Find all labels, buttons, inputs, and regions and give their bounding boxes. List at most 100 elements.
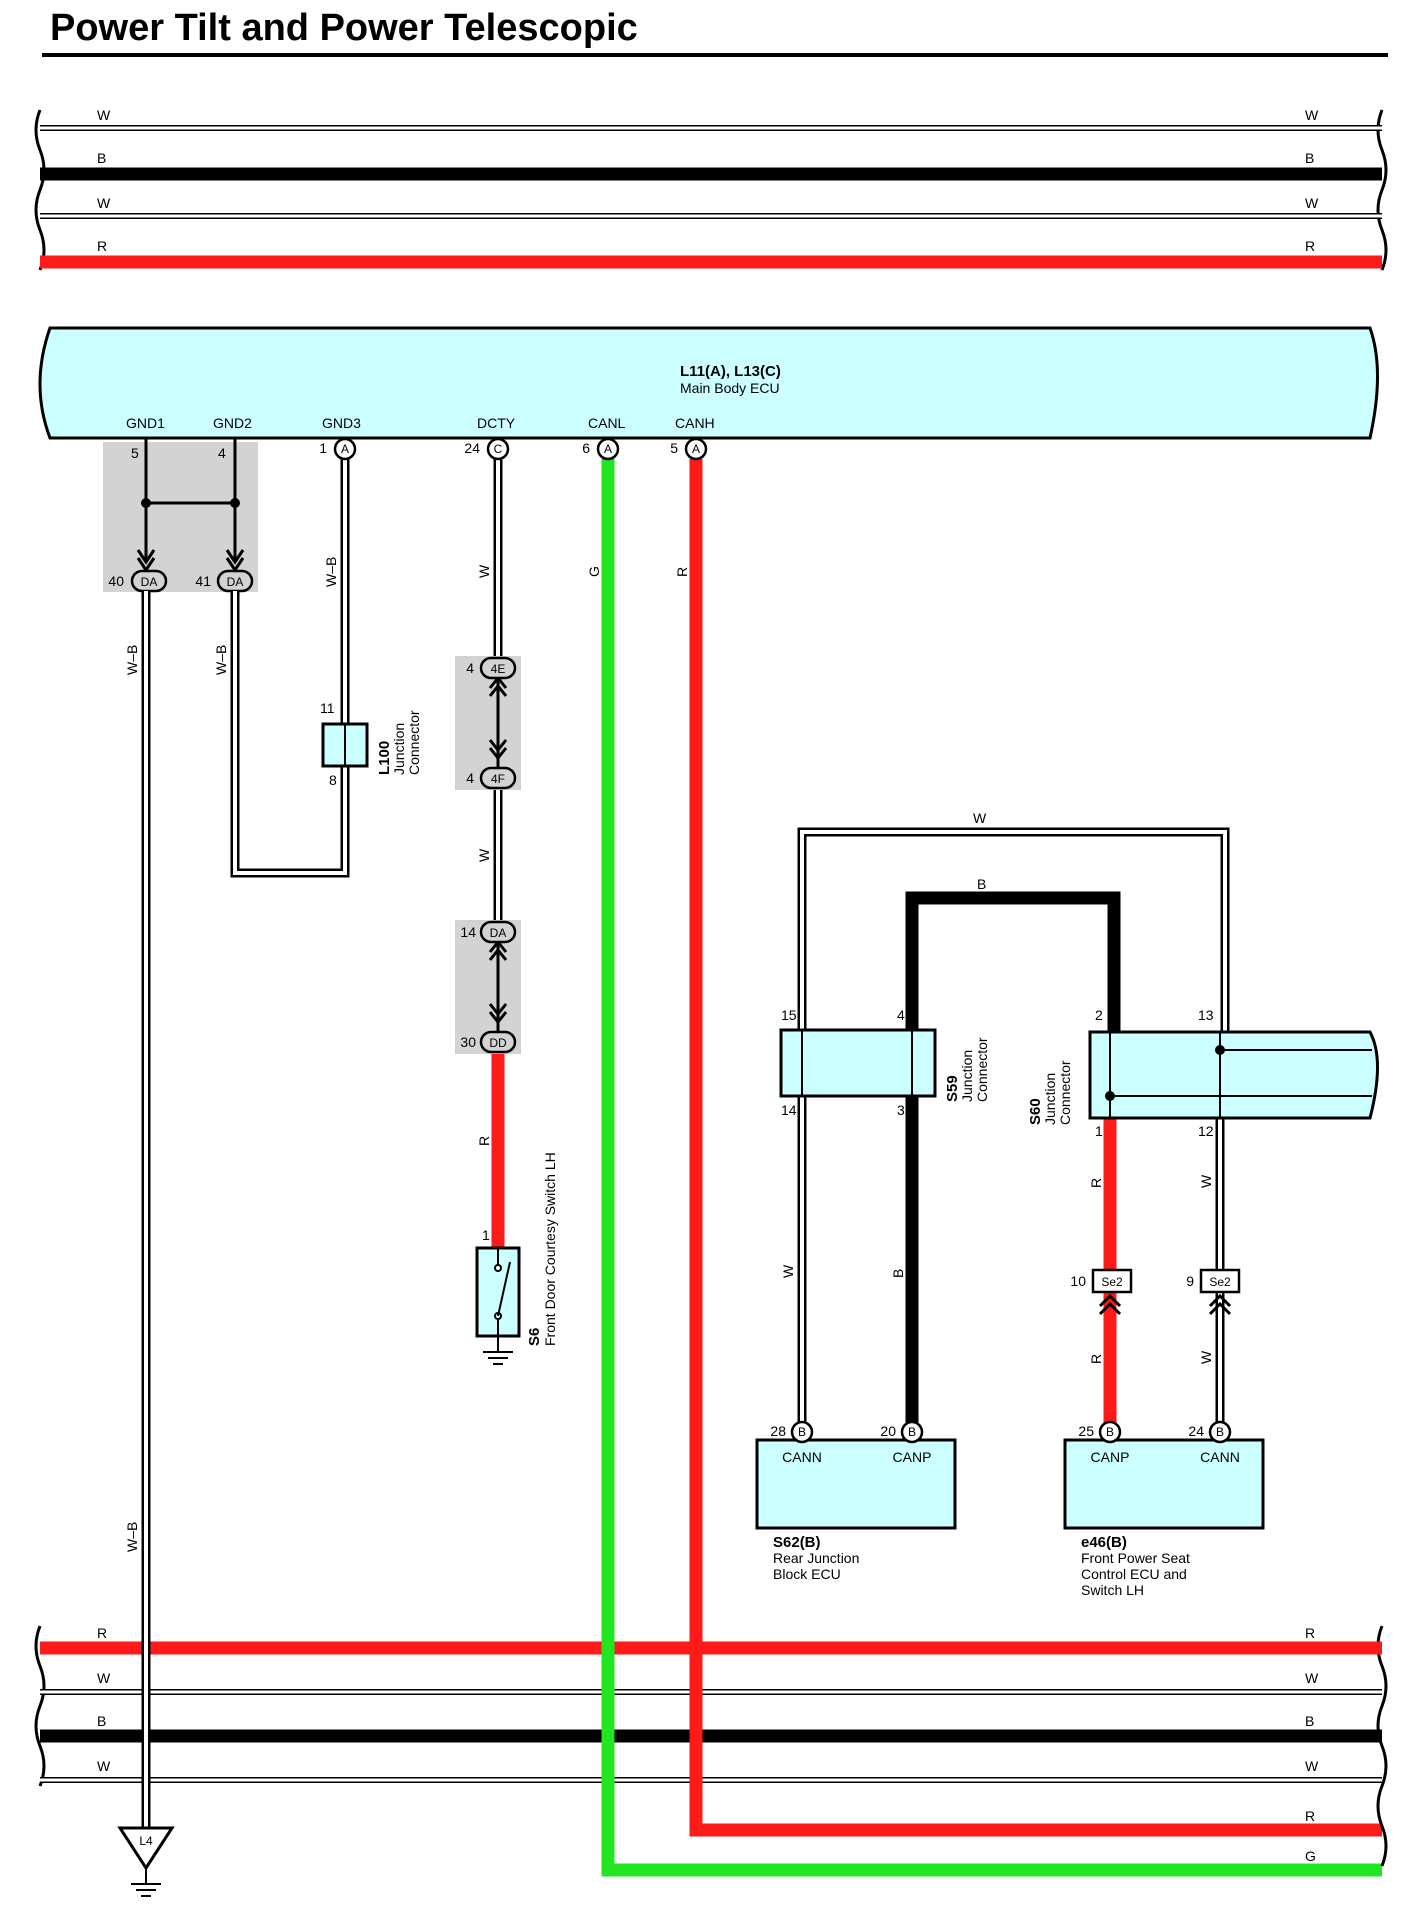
svg-text:13: 13 (1198, 1007, 1214, 1023)
junction-connector-l100: 11 8 L100 Junction Connector (320, 700, 422, 788)
svg-text:4: 4 (897, 1007, 905, 1023)
svg-text:Switch LH: Switch LH (1081, 1582, 1144, 1598)
svg-text:DA: DA (141, 575, 158, 589)
svg-text:40: 40 (108, 573, 124, 589)
svg-text:CANN: CANN (782, 1449, 822, 1465)
ecu-name: Main Body ECU (680, 380, 780, 396)
svg-text:B: B (1216, 1425, 1224, 1439)
svg-text:S60: S60 (1027, 1098, 1044, 1125)
top-bus: W W B B W W R R (34, 107, 1388, 271)
svg-text:e46(B): e46(B) (1081, 1534, 1127, 1551)
top-bus-label-right: W (1305, 195, 1319, 211)
svg-text:2: 2 (1095, 1007, 1103, 1023)
svg-text:CANP: CANP (893, 1449, 932, 1465)
switch-contact-icon (497, 1261, 511, 1317)
svg-text:15: 15 (781, 1007, 797, 1023)
dcty-wire: W W R (476, 459, 505, 1248)
ground-icon (131, 1883, 161, 1897)
wire-label: W (476, 564, 492, 578)
ground-l4: L4 (117, 1826, 175, 1897)
svg-text:A: A (692, 442, 700, 456)
junction-connector-s59: 15 4 14 3 S59 Junction Connector (779, 1007, 990, 1118)
connector-da-40: DA 40 (108, 569, 168, 593)
svg-text:25: 25 (1078, 1423, 1094, 1439)
connector-4e-4f: 4E 4 4F 4 (455, 656, 521, 790)
svg-text:9: 9 (1186, 1273, 1194, 1289)
svg-text:12: 12 (1198, 1123, 1214, 1139)
ground-icon (483, 1351, 513, 1365)
wire-label: G (586, 566, 602, 577)
svg-text:Front Door Courtesy Switch LH: Front Door Courtesy Switch LH (542, 1152, 558, 1346)
svg-text:Junction: Junction (391, 723, 407, 775)
canh-wire: R (674, 459, 1382, 1837)
svg-text:5: 5 (670, 440, 678, 456)
top-bus-label-right: W (1305, 107, 1319, 123)
svg-text:DA: DA (227, 575, 244, 589)
svg-text:20: 20 (880, 1423, 896, 1439)
ecu-terminal-canh: CANH (675, 415, 715, 431)
svg-text:Junction: Junction (1042, 1073, 1058, 1125)
wire-label: B (977, 876, 986, 892)
wire-label: W (1198, 1174, 1214, 1188)
svg-text:6: 6 (582, 440, 590, 456)
svg-text:DD: DD (489, 1036, 507, 1050)
svg-text:S6: S6 (526, 1328, 543, 1346)
connector-da-dd: DA 14 DD 30 (455, 920, 521, 1054)
canl-wire: G (586, 459, 1382, 1877)
s59-s60-wires: W B W B R W R W (780, 810, 1230, 1428)
chevron-up-icon (1208, 1293, 1232, 1316)
gnd2-pin: 4 (218, 445, 226, 461)
svg-text:B: B (1106, 1425, 1114, 1439)
bottom-bus-label-right: W (1305, 1670, 1319, 1686)
rear-junction-block-ecu-s62: B B 28 20 CANN CANP S62(B) Rear Junction… (755, 1420, 957, 1582)
chevron-down-icon (488, 739, 508, 761)
svg-text:30: 30 (460, 1034, 476, 1050)
gnd2-gnd3-wires: W–B W–B (213, 455, 350, 878)
ecu-terminal-gnd3: GND3 (322, 415, 361, 431)
svg-text:Connector: Connector (974, 1037, 990, 1102)
svg-text:11: 11 (320, 700, 335, 716)
top-bus-label-left: B (97, 150, 106, 166)
chevron-up-icon (1098, 1293, 1122, 1316)
gnd1-pin: 5 (131, 445, 139, 461)
bottom-bus-break-left (34, 1625, 46, 1787)
connector-se2-9: Se2 9 (1186, 1268, 1241, 1316)
gnd1-gnd2-wires (136, 438, 245, 573)
svg-text:4: 4 (466, 660, 474, 676)
svg-text:4: 4 (466, 770, 474, 786)
bottom-bus-label-right: B (1305, 1713, 1314, 1729)
svg-text:1: 1 (482, 1227, 490, 1243)
junction-connector-s60: 2 13 1 12 S60 Junction Connector (1027, 1007, 1379, 1139)
chevron-down-icon (488, 1003, 508, 1025)
wire-label: W (1198, 1350, 1214, 1364)
svg-text:Se2: Se2 (1101, 1275, 1123, 1289)
svg-text:CANP: CANP (1091, 1449, 1130, 1465)
ecu-terminal-dcty: DCTY (477, 415, 516, 431)
page-title: Power Tilt and Power Telescopic (50, 7, 638, 49)
svg-text:Rear Junction: Rear Junction (773, 1550, 859, 1566)
ecu-terminal-canl: CANL (588, 415, 626, 431)
svg-text:Connector: Connector (1057, 1060, 1073, 1125)
bottom-bus: R R W W B B W W R G (34, 1625, 1388, 1867)
wire-label: W–B (213, 645, 229, 675)
svg-text:1: 1 (1095, 1123, 1103, 1139)
ecu-pin-canh: 5 A (670, 437, 708, 461)
main-body-ecu: L11(A), L13(C) Main Body ECU GND1 GND2 G… (38, 326, 1379, 440)
svg-text:DA: DA (490, 926, 507, 940)
wire-label: W–B (124, 1522, 140, 1552)
wire-label: W–B (323, 557, 339, 587)
bottom-bus-label-left: W (97, 1758, 111, 1774)
door-switch-s6: 1 S6 Front Door Courtesy Switch LH (475, 1152, 558, 1365)
ecu-terminal-gnd1: GND1 (126, 415, 165, 431)
ecu-pin-gnd3: 1 A (319, 437, 357, 461)
top-bus-break-left (34, 109, 46, 271)
top-bus-label-left: R (97, 238, 107, 254)
top-bus-label-left: W (97, 107, 111, 123)
svg-text:A: A (604, 442, 612, 456)
svg-text:24: 24 (1188, 1423, 1204, 1439)
bottom-bus-label-left: B (97, 1713, 106, 1729)
wire-label: B (890, 1269, 906, 1278)
svg-text:Se2: Se2 (1209, 1275, 1231, 1289)
ecu-pin-canl: 6 A (582, 437, 620, 461)
